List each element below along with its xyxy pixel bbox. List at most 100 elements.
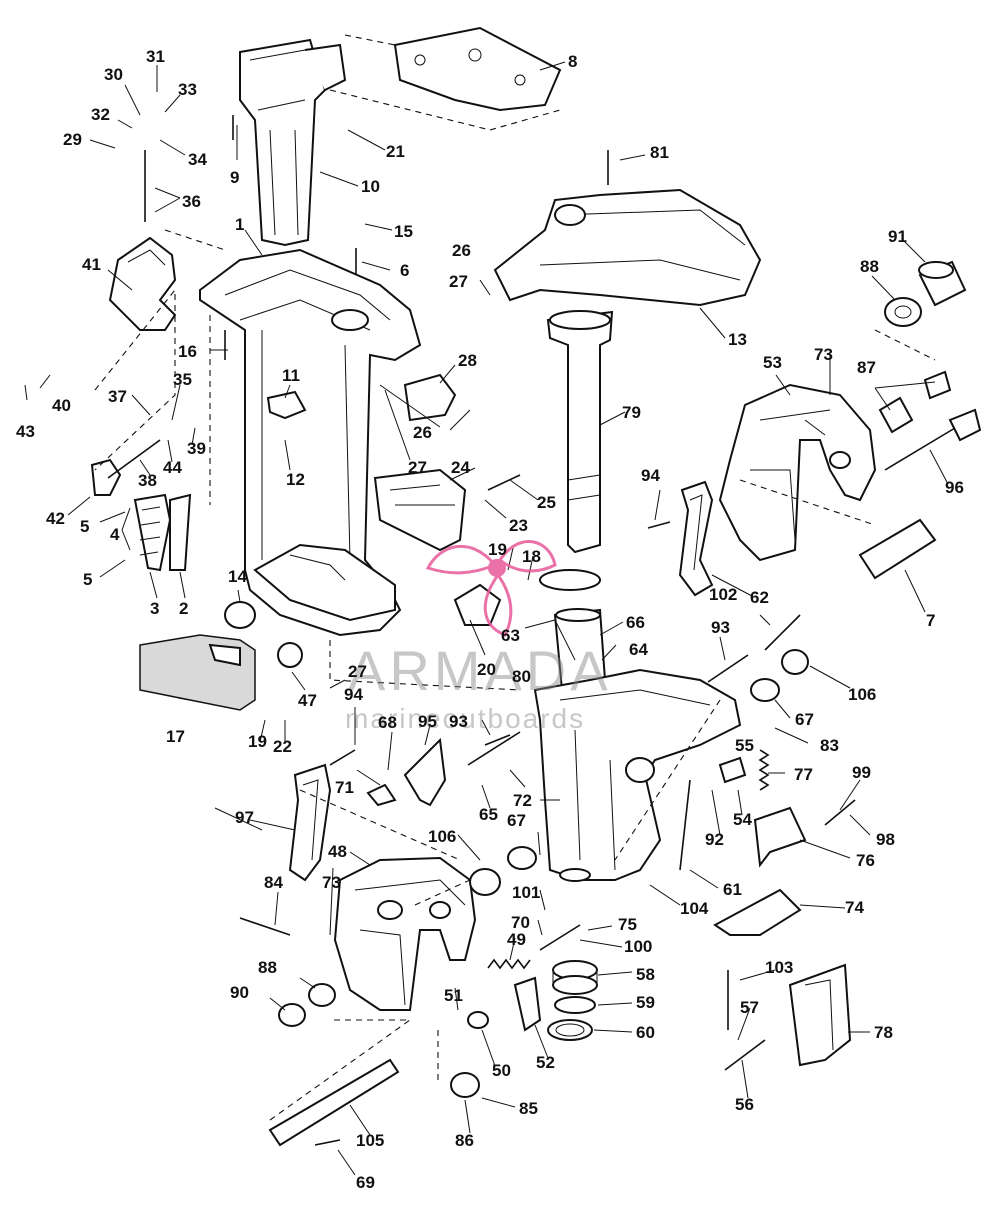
part-label-99: 99 bbox=[852, 763, 871, 782]
tilt-lever-right bbox=[678, 480, 714, 597]
part-label-97: 97 bbox=[235, 808, 254, 827]
part-label-63: 63 bbox=[501, 626, 520, 645]
part-label-44: 44 bbox=[163, 458, 182, 477]
part-label-71: 71 bbox=[335, 778, 354, 797]
part-label-24: 24 bbox=[451, 458, 470, 477]
link-52 bbox=[513, 976, 542, 1032]
swivel-bracket bbox=[533, 668, 742, 882]
watermark: ARMADA marineoutboards bbox=[345, 540, 612, 734]
part-label-47: 47 bbox=[298, 691, 317, 710]
part-label-15: 15 bbox=[394, 222, 413, 241]
propeller-logo bbox=[425, 540, 557, 637]
part-label-51: 51 bbox=[444, 986, 463, 1005]
part-label-14: 14 bbox=[228, 567, 247, 586]
part-label-11: 11 bbox=[282, 366, 300, 385]
part-label-19-bottom: 19 bbox=[248, 732, 267, 751]
lock-55 bbox=[718, 756, 747, 784]
part-label-5-top: 5 bbox=[80, 517, 89, 536]
part-label-72: 72 bbox=[513, 791, 532, 810]
lever-38 bbox=[90, 439, 161, 496]
part-label-30: 30 bbox=[104, 65, 123, 84]
part-label-106-right: 106 bbox=[848, 685, 876, 704]
thrust-pad bbox=[133, 493, 192, 572]
stern-bracket-left bbox=[333, 856, 477, 1011]
part-label-90: 90 bbox=[230, 983, 249, 1002]
part-label-31: 31 bbox=[146, 47, 165, 66]
part-label-13: 13 bbox=[728, 330, 747, 349]
part-label-83: 83 bbox=[820, 736, 839, 755]
part-label-84: 84 bbox=[264, 873, 283, 892]
bar-105 bbox=[268, 1058, 400, 1147]
stern-bracket-right bbox=[718, 383, 877, 562]
ring-60 bbox=[547, 1019, 593, 1041]
part-label-48: 48 bbox=[328, 842, 347, 861]
part-label-50: 50 bbox=[492, 1061, 511, 1080]
part-label-57: 57 bbox=[740, 998, 759, 1017]
part-label-69: 69 bbox=[356, 1173, 375, 1192]
swivel-bracket-cover bbox=[493, 188, 762, 307]
part-label-88-bottom: 88 bbox=[258, 958, 277, 977]
cap-91 bbox=[918, 260, 967, 307]
knob-90 bbox=[278, 1003, 306, 1027]
part-label-27-mid: 27 bbox=[408, 458, 427, 477]
part-label-29: 29 bbox=[63, 130, 82, 149]
nut-88-top bbox=[884, 297, 922, 327]
bushing-67-left bbox=[507, 846, 537, 870]
part-label-78: 78 bbox=[874, 1023, 893, 1042]
steering-tube bbox=[546, 310, 614, 554]
part-label-7: 7 bbox=[926, 611, 935, 630]
part-label-49: 49 bbox=[507, 930, 526, 949]
part-label-94-top: 94 bbox=[641, 466, 660, 485]
clip-71 bbox=[366, 783, 397, 807]
part-label-55: 55 bbox=[735, 736, 754, 755]
bushing-67-right bbox=[750, 678, 780, 702]
part-label-67-right: 67 bbox=[795, 710, 814, 729]
part-label-76: 76 bbox=[856, 851, 875, 870]
spring-49 bbox=[487, 958, 531, 970]
part-label-19-top: 19 bbox=[488, 540, 507, 559]
part-label-58: 58 bbox=[636, 965, 655, 984]
part-label-96: 96 bbox=[945, 478, 964, 497]
nut-88-bottom bbox=[308, 983, 336, 1007]
part-label-43: 43 bbox=[16, 422, 35, 441]
bumper-47 bbox=[277, 642, 303, 668]
watermark-brand: ARMADA bbox=[348, 639, 612, 702]
steering-bushings bbox=[539, 569, 607, 692]
part-label-34: 34 bbox=[188, 150, 207, 169]
part-label-1: 1 bbox=[235, 215, 244, 234]
part-label-93-right: 93 bbox=[711, 618, 730, 637]
part-label-23: 23 bbox=[509, 516, 528, 535]
spring-77 bbox=[758, 749, 770, 791]
part-label-95: 95 bbox=[418, 712, 437, 731]
part-label-26-top: 26 bbox=[452, 241, 471, 260]
part-label-56: 56 bbox=[735, 1095, 754, 1114]
part-label-103: 103 bbox=[765, 958, 793, 977]
bracket-78 bbox=[788, 963, 852, 1067]
part-label-62: 62 bbox=[750, 588, 769, 607]
part-label-104: 104 bbox=[680, 899, 709, 918]
part-label-86: 86 bbox=[455, 1131, 474, 1150]
part-label-18: 18 bbox=[522, 547, 541, 566]
bracket-11 bbox=[266, 390, 307, 420]
part-label-70: 70 bbox=[511, 913, 530, 932]
guide-20 bbox=[453, 583, 502, 626]
part-label-41: 41 bbox=[82, 255, 101, 274]
part-label-27-bottom: 27 bbox=[348, 662, 367, 681]
part-label-9: 9 bbox=[230, 168, 239, 187]
disc-86 bbox=[450, 1072, 480, 1098]
part-label-32: 32 bbox=[91, 105, 110, 124]
part-label-36: 36 bbox=[182, 192, 201, 211]
part-label-88-top: 88 bbox=[860, 257, 879, 276]
part-label-10: 10 bbox=[361, 177, 380, 196]
part-label-27-top: 27 bbox=[449, 272, 468, 291]
part-label-64: 64 bbox=[629, 640, 648, 659]
part-label-92: 92 bbox=[705, 830, 724, 849]
part-label-28: 28 bbox=[458, 351, 477, 370]
part-label-75: 75 bbox=[618, 915, 637, 934]
part-label-54: 54 bbox=[733, 810, 752, 829]
part-label-59: 59 bbox=[636, 993, 655, 1012]
exhaust-housing bbox=[239, 38, 347, 247]
assembly-dashed-lines bbox=[94, 229, 936, 1121]
part-label-74: 74 bbox=[845, 898, 864, 917]
part-label-33: 33 bbox=[178, 80, 197, 99]
